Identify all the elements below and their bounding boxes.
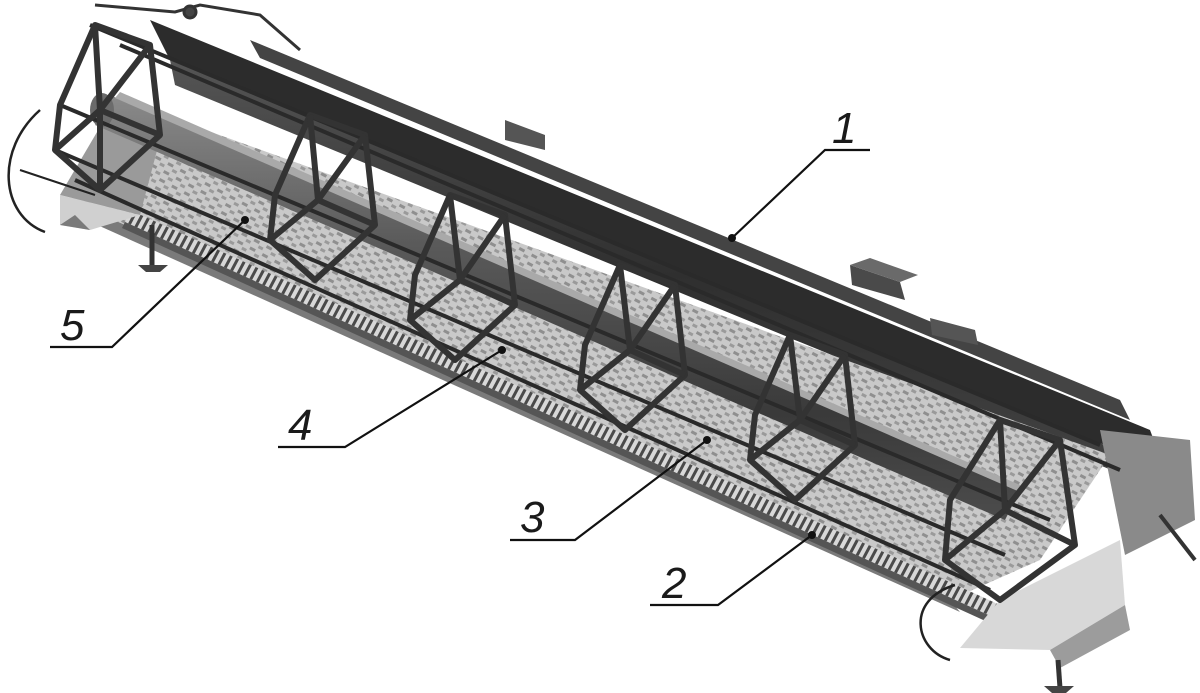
- callout-4: 4: [278, 346, 506, 450]
- spider-2: [267, 112, 378, 283]
- callout-1-label: 1: [832, 104, 856, 153]
- callout-2-label: 2: [661, 559, 686, 608]
- spider-6: [942, 417, 1078, 603]
- right-end-divider: [919, 430, 1197, 693]
- reel-drive-linkage: [94, 3, 301, 52]
- reel-spiders: [52, 22, 1078, 603]
- callout-1: 1: [728, 104, 870, 242]
- spider-3: [407, 192, 518, 363]
- spider-1: [52, 22, 163, 193]
- callout-5: 5: [50, 216, 249, 350]
- callout-4-label: 4: [288, 401, 312, 450]
- cutter-bar: [122, 210, 1000, 624]
- callout-3: 3: [510, 436, 711, 542]
- reel-bars: [54, 23, 1121, 592]
- callout-2: 2: [650, 531, 816, 608]
- callout-5-label: 5: [60, 301, 85, 350]
- spider-5: [747, 332, 858, 503]
- callout-3-label: 3: [520, 493, 545, 542]
- spider-4: [577, 262, 688, 433]
